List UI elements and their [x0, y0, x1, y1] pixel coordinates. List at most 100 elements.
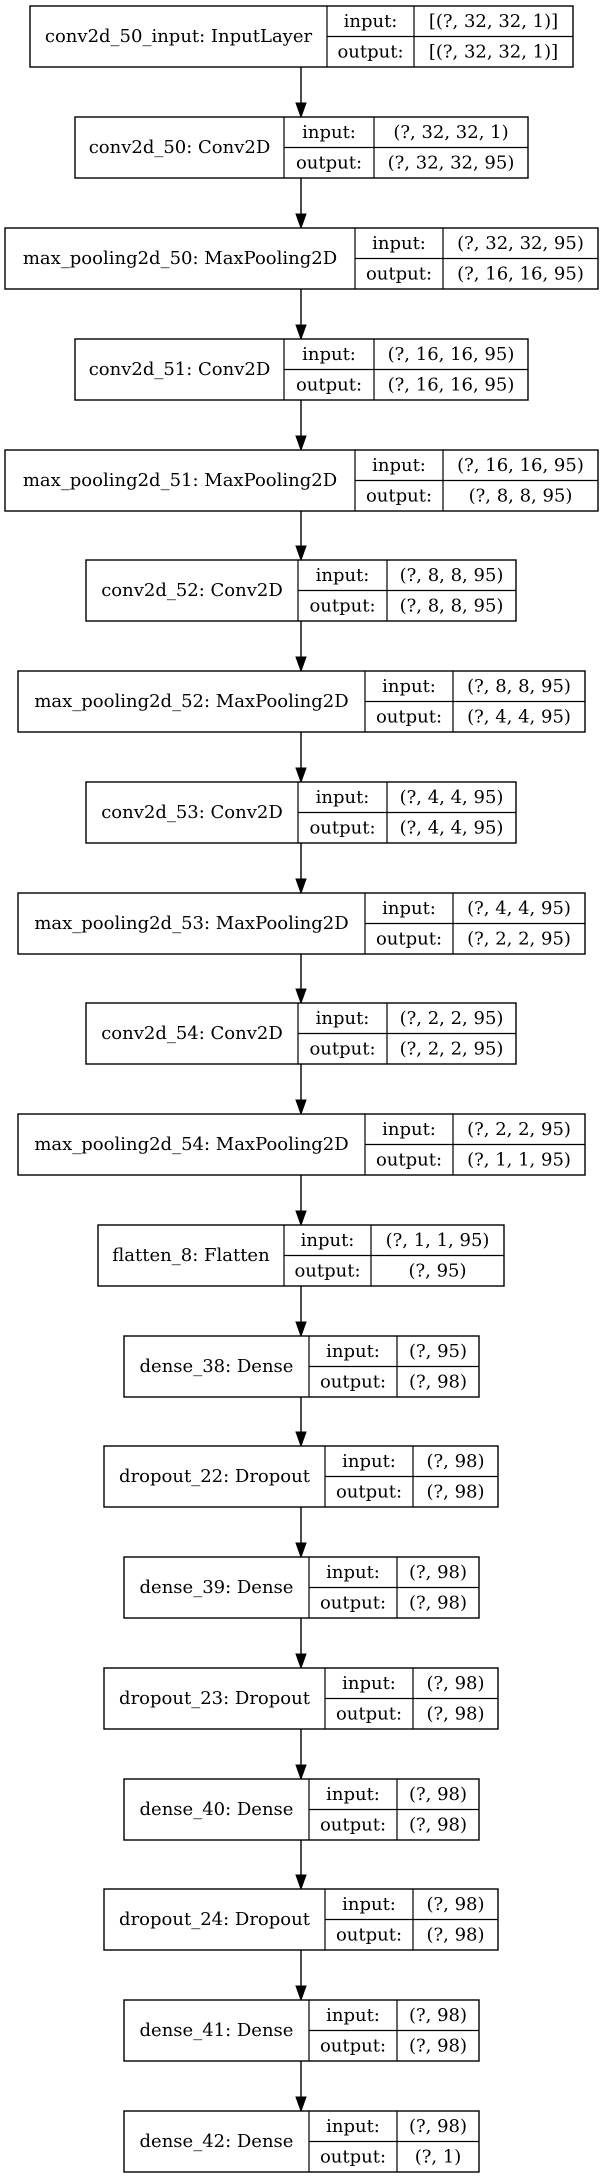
edge-arrowhead	[295, 435, 307, 452]
input-label: input:	[301, 1230, 355, 1251]
input-shape: (?, 1, 1, 95)	[386, 1230, 490, 1251]
layer-node: conv2d_52: Conv2D input: output: (?, 8, 8, …	[85, 559, 517, 622]
output-label: output:	[336, 1924, 402, 1945]
output-label: output:	[309, 1038, 375, 1059]
edge-arrowhead	[295, 324, 307, 341]
input-label: input:	[382, 676, 436, 697]
input-label: input:	[382, 898, 436, 919]
layer-name: dropout_22: Dropout	[119, 1466, 311, 1487]
layer-name: conv2d_50: Conv2D	[89, 137, 271, 158]
layer-name: flatten_8: Flatten	[112, 1245, 270, 1266]
output-label: output:	[366, 263, 432, 284]
layer-name: max_pooling2d_53: MaxPooling2D	[34, 913, 348, 934]
output-label: output:	[336, 1703, 402, 1724]
input-label: input:	[372, 455, 426, 476]
layer-name: max_pooling2d_54: MaxPooling2D	[34, 1134, 348, 1155]
output-shape: (?, 4, 4, 95)	[400, 817, 504, 838]
output-shape: (?, 98)	[409, 1592, 467, 1613]
layer-name: conv2d_51: Conv2D	[89, 359, 271, 380]
input-label: input:	[326, 2116, 380, 2137]
edge-arrowhead	[295, 1653, 307, 1670]
output-label: output:	[376, 928, 442, 949]
layer-node: max_pooling2d_53: MaxPooling2D input: outp…	[17, 892, 586, 955]
layer-name: dense_38: Dense	[140, 1356, 294, 1377]
input-label: input:	[302, 344, 356, 365]
output-label: output:	[320, 2146, 386, 2167]
input-shape: (?, 2, 2, 95)	[467, 1119, 571, 1140]
output-label: output:	[294, 1260, 360, 1281]
input-label: input:	[372, 233, 426, 254]
output-label: output:	[320, 1814, 386, 1835]
input-label: input:	[302, 122, 356, 143]
input-label: input:	[382, 1119, 436, 1140]
output-label: output:	[376, 706, 442, 727]
edge-arrowhead	[295, 2096, 307, 2113]
edge-arrowhead	[295, 1985, 307, 2002]
layer-name: max_pooling2d_50: MaxPooling2D	[23, 248, 337, 269]
output-shape: (?, 8, 8, 95)	[400, 595, 504, 616]
edge-arrowhead	[295, 1210, 307, 1227]
layer-name: conv2d_53: Conv2D	[101, 802, 283, 823]
input-shape: (?, 98)	[409, 1562, 467, 1583]
output-label: output:	[309, 595, 375, 616]
layer-name: dropout_24: Dropout	[119, 1909, 311, 1930]
edge-arrowhead	[295, 213, 307, 230]
input-label: input:	[326, 1784, 380, 1805]
output-label: output:	[376, 1149, 442, 1170]
input-shape: (?, 2, 2, 95)	[400, 1008, 504, 1029]
output-shape: (?, 98)	[409, 2035, 467, 2056]
layer-node: max_pooling2d_54: MaxPooling2D input: outp…	[17, 1113, 586, 1176]
layer-node: flatten_8: Flatten input: output: (?, 1, 1,…	[97, 1224, 505, 1287]
layer-node: conv2d_50_input: InputLayerinput:output:…	[29, 5, 574, 68]
output-label: output:	[366, 485, 432, 506]
layer-node: max_pooling2d_51: MaxPooling2D input: outp…	[4, 449, 599, 512]
input-shape: (?, 32, 32, 1)	[393, 122, 508, 143]
input-label: input:	[316, 787, 370, 808]
input-label: input:	[316, 565, 370, 586]
input-label: input:	[326, 1341, 380, 1362]
layer-node: max_pooling2d_52: MaxPooling2Dinput:outp…	[17, 670, 586, 733]
input-shape: (?, 16, 16, 95)	[388, 344, 515, 365]
output-label: output:	[320, 1371, 386, 1392]
output-shape: (?, 16, 16, 95)	[457, 263, 584, 284]
input-label: input:	[344, 11, 398, 32]
input-shape: (?, 98)	[409, 1784, 467, 1805]
input-shape: (?, 16, 16, 95)	[457, 455, 584, 476]
output-label: output:	[320, 1592, 386, 1613]
output-shape: (?, 98)	[426, 1481, 484, 1502]
input-shape: (?, 32, 32, 95)	[457, 233, 584, 254]
edge-arrowhead	[295, 1099, 307, 1116]
layer-node: conv2d_51: Conv2D input: output: (?, 16, 16…	[74, 338, 529, 401]
output-label: output:	[320, 2035, 386, 2056]
output-shape: (?, 1)	[415, 2146, 462, 2167]
output-shape: [(?, 32, 32, 1)]	[429, 41, 558, 62]
input-shape: (?, 98)	[426, 1894, 484, 1915]
input-shape: (?, 98)	[426, 1451, 484, 1472]
layer-name: max_pooling2d_51: MaxPooling2D	[23, 470, 337, 491]
output-shape: (?, 16, 16, 95)	[388, 374, 515, 395]
output-shape: (?, 98)	[426, 1924, 484, 1945]
output-shape: (?, 32, 32, 95)	[388, 152, 515, 173]
input-label: input:	[326, 1562, 380, 1583]
layer-name: conv2d_52: Conv2D	[101, 580, 283, 601]
output-label: output:	[336, 1481, 402, 1502]
layer-name: conv2d_50_input: InputLayer	[45, 26, 313, 47]
edge-arrowhead	[295, 767, 307, 784]
output-shape: (?, 98)	[426, 1703, 484, 1724]
layer-name: dropout_23: Dropout	[119, 1688, 311, 1709]
output-shape: (?, 95)	[408, 1260, 466, 1281]
input-shape: (?, 98)	[409, 2005, 467, 2026]
edge-arrowhead	[295, 1542, 307, 1559]
output-label: output:	[296, 374, 362, 395]
input-shape: (?, 8, 8, 95)	[467, 676, 571, 697]
output-shape: (?, 98)	[409, 1814, 467, 1835]
